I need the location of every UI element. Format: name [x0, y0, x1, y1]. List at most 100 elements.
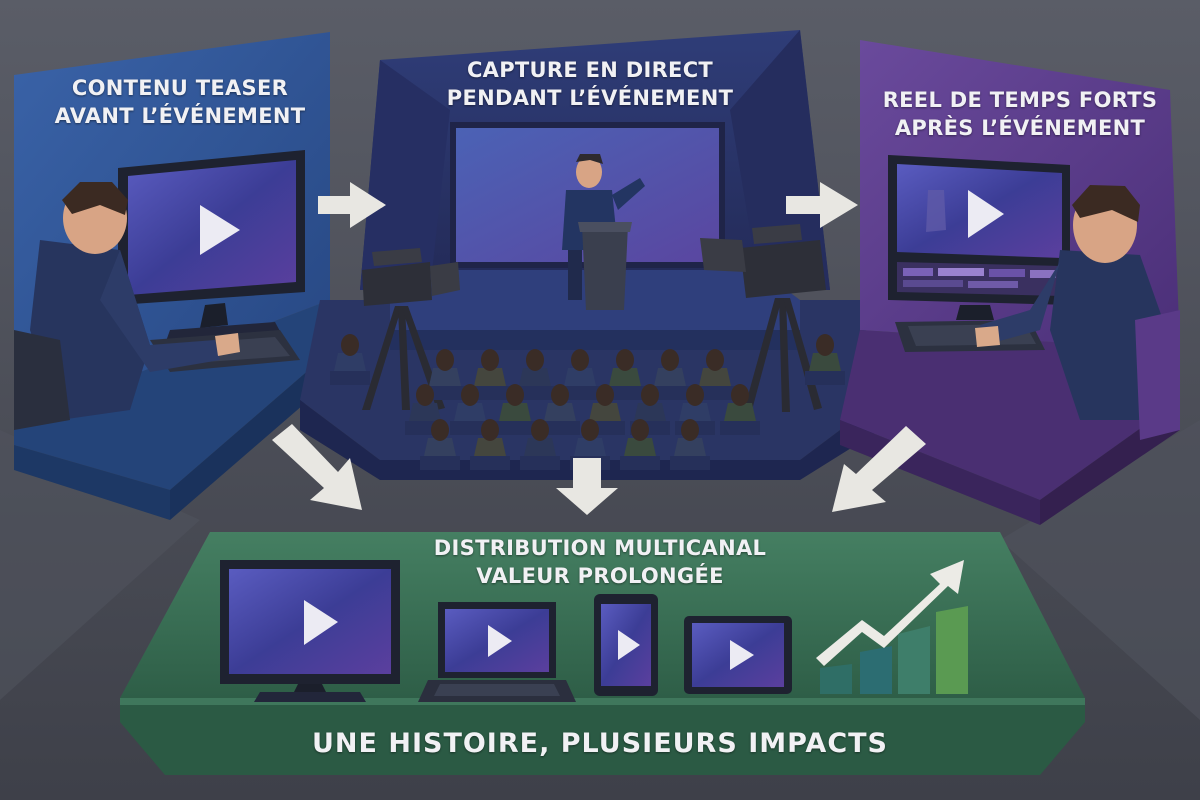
- audience-member: [624, 438, 656, 456]
- arrow-during-to-distribution: [556, 458, 618, 515]
- audience-member: [674, 438, 706, 456]
- tablet-icon: [684, 616, 792, 694]
- audience-member: [731, 384, 749, 406]
- stage-after-title: REEL DE TEMPS FORTS APRÈS L’ÉVÉNEMENT: [880, 86, 1160, 142]
- stage-during-title: CAPTURE EN DIRECT PENDANT L’ÉVÉNEMENT: [440, 56, 740, 112]
- audience-member: [605, 386, 645, 400]
- audience-member: [409, 403, 441, 421]
- stage-after-title-line2: APRÈS L’ÉVÉNEMENT: [894, 116, 1146, 140]
- stage-before-title-line2: AVANT L’ÉVÉNEMENT: [54, 104, 306, 128]
- tagline-text: UNE HISTOIRE, PLUSIEURS IMPACTS: [311, 728, 888, 759]
- monitor-icon: [888, 155, 1070, 320]
- audience-member: [431, 419, 449, 441]
- audience-member: [616, 349, 634, 371]
- audience-member: [495, 421, 535, 435]
- panel-before: [14, 32, 355, 520]
- audience-member: [564, 368, 596, 386]
- laptop-icon: [418, 602, 576, 702]
- audience-member: [805, 371, 845, 385]
- audience-member: [506, 384, 524, 406]
- audience-member: [670, 456, 710, 470]
- stage-during-title-line1: CAPTURE EN DIRECT: [466, 58, 714, 82]
- monitor-icon: [118, 150, 305, 344]
- play-icon: [304, 600, 338, 645]
- audience-member: [620, 456, 660, 470]
- audience-member: [571, 349, 589, 371]
- person-editor-left: [14, 182, 240, 430]
- audience-member: [424, 438, 456, 456]
- arrow-before-to-distribution: [272, 424, 362, 510]
- distribution-title-line1: DISTRIBUTION MULTICANAL: [433, 536, 767, 560]
- panel-distribution: [120, 532, 1085, 775]
- audience-member: [724, 403, 756, 421]
- audience-member: [519, 368, 551, 386]
- audience-member: [650, 386, 690, 400]
- audience-member: [574, 438, 606, 456]
- audience-member: [470, 456, 510, 470]
- audience-member: [450, 421, 490, 435]
- audience-member: [686, 384, 704, 406]
- audience-member: [540, 421, 580, 435]
- audience-member: [661, 349, 679, 371]
- audience-member: [531, 419, 549, 441]
- audience-member: [695, 386, 735, 400]
- audience-member: [436, 349, 454, 371]
- stage-during-title-line2: PENDANT L’ÉVÉNEMENT: [446, 86, 734, 110]
- tagline: UNE HISTOIRE, PLUSIEURS IMPACTS: [200, 728, 1000, 760]
- audience-member: [706, 349, 724, 371]
- audience-member: [330, 371, 370, 385]
- audience-member: [425, 386, 465, 400]
- play-icon: [968, 190, 1004, 238]
- audience-member: [634, 403, 666, 421]
- arrow-after-to-distribution: [832, 426, 926, 512]
- stage-before-title-line1: CONTENU TEASER: [71, 76, 289, 100]
- audience-member: [654, 368, 686, 386]
- audience-member: [720, 421, 760, 435]
- flow-arrows: [272, 182, 926, 515]
- audience-member: [481, 419, 499, 441]
- audience-member: [679, 403, 711, 421]
- trend-arrow-icon: [816, 560, 964, 666]
- audience-member: [429, 368, 461, 386]
- stage-after-title-line1: REEL DE TEMPS FORTS: [882, 88, 1158, 112]
- audience-member: [641, 384, 659, 406]
- play-icon: [730, 640, 754, 670]
- person-editor-right: [975, 185, 1180, 440]
- stage-before-title: CONTENU TEASER AVANT L’ÉVÉNEMENT: [50, 74, 310, 130]
- audience-member: [341, 334, 359, 356]
- audience-member: [420, 456, 460, 470]
- audience-member: [461, 384, 479, 406]
- podium: [578, 222, 632, 310]
- audience-member: [454, 403, 486, 421]
- audience-member: [524, 438, 556, 456]
- audience-member: [609, 368, 641, 386]
- play-icon: [618, 630, 640, 660]
- audience-member: [551, 384, 569, 406]
- audience-member: [816, 334, 834, 356]
- phone-icon: [594, 594, 658, 696]
- monitor-icon: [220, 560, 400, 702]
- audience: [330, 334, 845, 470]
- audience-member: [681, 419, 699, 441]
- audience-member: [560, 386, 600, 400]
- audience-member: [474, 368, 506, 386]
- audience-member: [334, 353, 366, 371]
- play-icon: [200, 205, 240, 255]
- arrow-before-to-during: [318, 182, 386, 228]
- audience-member: [544, 403, 576, 421]
- arrow-during-to-after: [786, 182, 858, 228]
- editing-timeline: [897, 262, 1062, 296]
- audience-member: [699, 368, 731, 386]
- audience-member: [526, 349, 544, 371]
- audience-member: [809, 353, 841, 371]
- play-icon: [488, 625, 512, 657]
- audience-member: [631, 419, 649, 441]
- audience-member: [499, 403, 531, 421]
- camera-left: [362, 248, 460, 410]
- distribution-title: DISTRIBUTION MULTICANAL VALEUR PROLONGÉE: [430, 534, 770, 590]
- audience-member: [515, 386, 555, 400]
- audience-member: [416, 384, 434, 406]
- distribution-title-line2: VALEUR PROLONGÉE: [476, 564, 724, 588]
